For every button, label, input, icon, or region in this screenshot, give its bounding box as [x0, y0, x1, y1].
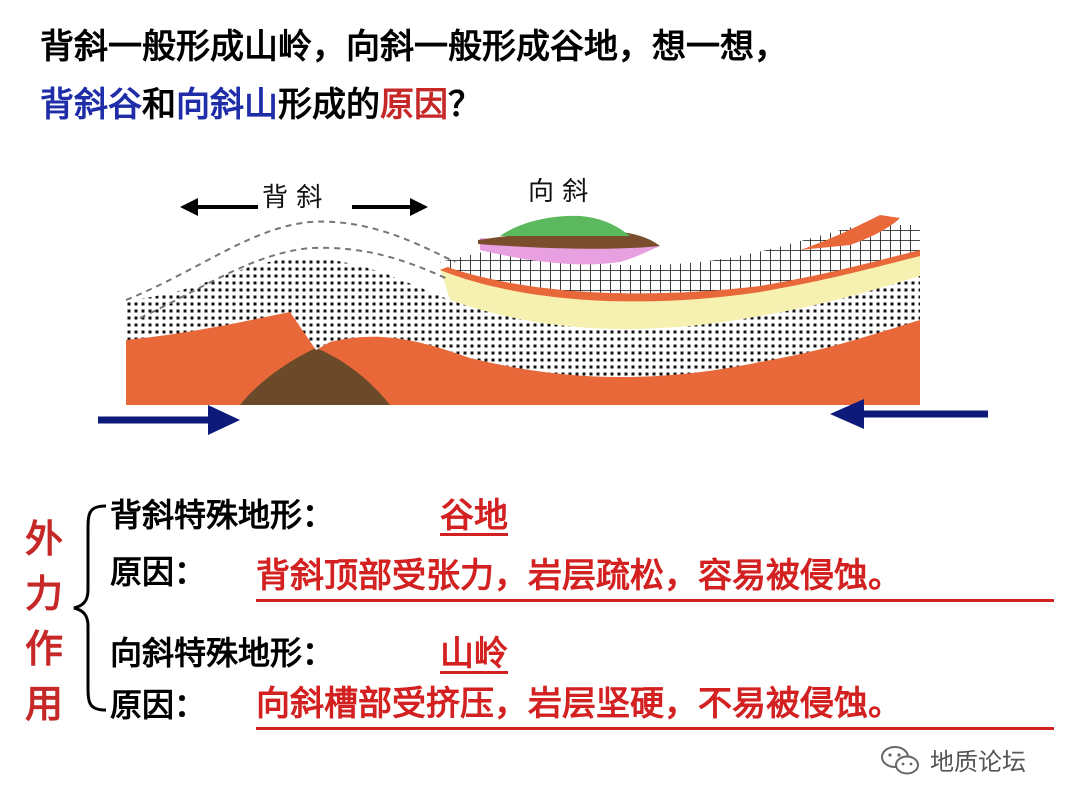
side-char: 力 [24, 572, 63, 616]
eroded-outline-upper [125, 220, 456, 301]
curly-brace-icon [73, 504, 107, 712]
pale-yellow-layer [440, 252, 920, 330]
dotted-sandstone-layer [126, 258, 920, 378]
syncline-landform-label: 向斜特殊地形： [110, 634, 335, 672]
syncline-label: 向 斜 [528, 177, 588, 207]
anticline-label: 背 斜 [262, 183, 322, 213]
watermark: 地质论坛 [880, 742, 1026, 777]
external-force-label: 外 力 作 用 [22, 512, 66, 732]
formed-of-text: 形成的 [278, 85, 380, 125]
question-heading: 背斜一般形成山岭，向斜一般形成谷地，想一想， 背斜谷和向斜山形成的原因？ [40, 18, 1060, 134]
syncline-landform-answer: 山岭 [440, 634, 508, 674]
wechat-icon [881, 745, 919, 774]
fold-cross-section-diagram: 背 斜 向 斜 [98, 177, 988, 435]
syncline-reason-label: 原因： [110, 686, 207, 724]
reason-term: 原因 [380, 85, 448, 125]
side-char: 作 [24, 627, 63, 671]
anticline-reason-answer: 背斜顶部受张力，岩层疏松，容易被侵蚀。 [256, 548, 1054, 602]
watermark-text: 地质论坛 [930, 748, 1026, 776]
and-word: 和 [142, 85, 176, 125]
question-mark: ？ [448, 85, 482, 125]
side-char: 外 [24, 517, 63, 561]
question-line-2: 背斜谷和向斜山形成的原因？ [40, 76, 1060, 134]
anticline-valley-term: 背斜谷 [40, 85, 142, 125]
eroded-outline-lower [139, 246, 451, 319]
syncline-reason-answer: 向斜槽部受挤压，岩层坚硬，不易被侵蚀。 [256, 676, 1054, 730]
anticline-reason-label: 原因： [110, 553, 207, 591]
syncline-green-top [500, 215, 630, 236]
compression-arrow-right [830, 399, 988, 429]
syncline-mountain-term: 向斜山 [176, 85, 278, 125]
rock-strata [126, 215, 920, 405]
compression-arrow-left [98, 405, 240, 435]
anticline-landform-label: 背斜特殊地形： [110, 496, 335, 534]
tension-arrow [180, 198, 428, 216]
checkered-layer [440, 225, 920, 294]
right-hill-orange [800, 215, 900, 250]
anticline-landform-answer: 谷地 [440, 496, 508, 536]
anticline-core-layer [240, 348, 390, 405]
question-line-1: 背斜一般形成山岭，向斜一般形成谷地，想一想， [40, 27, 788, 67]
side-char: 用 [24, 682, 63, 726]
